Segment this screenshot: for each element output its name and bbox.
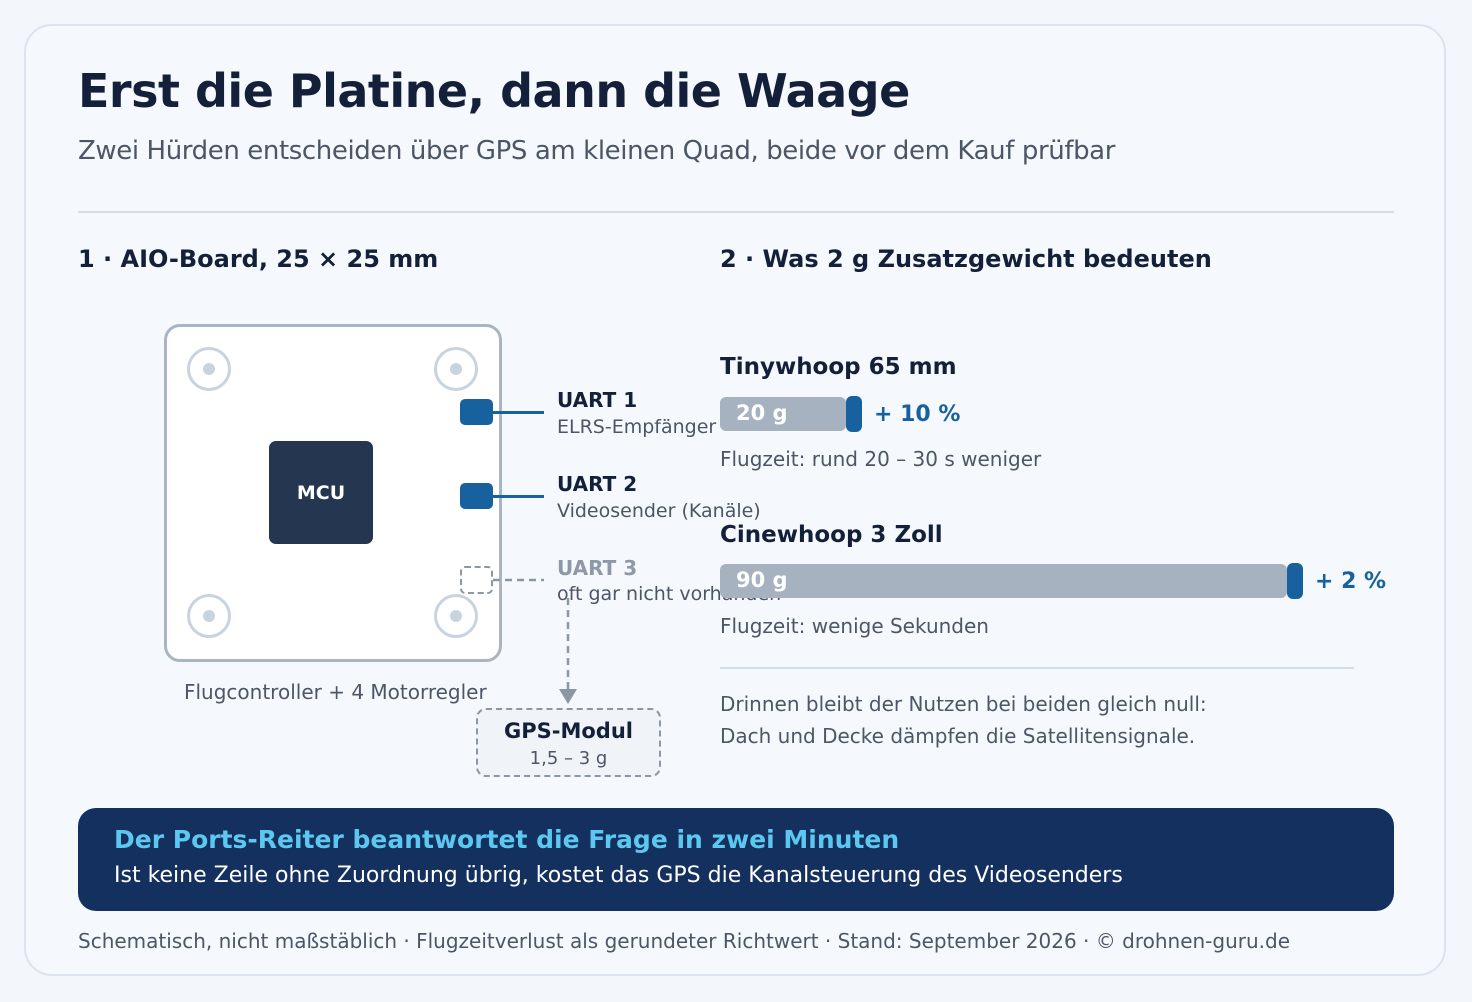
uart2-desc: Videosender (Kanäle): [557, 500, 761, 522]
uart2-name: UART 2: [557, 472, 638, 496]
section-divider: [720, 667, 1354, 669]
board-caption: Flugcontroller + 4 Motorregler: [184, 680, 487, 704]
section-heading-board: 1 · AIO-Board, 25 × 25 mm: [78, 245, 439, 273]
uart1-desc: ELRS-Empfänger: [557, 416, 717, 438]
weight-bar-tinywhoop: 20 g: [720, 397, 846, 431]
uart3-name: UART 3: [557, 556, 638, 580]
uart1-name: UART 1: [557, 388, 638, 412]
uart2-pad: [460, 483, 493, 509]
uart1-pad: [460, 399, 493, 425]
uart2-connector-line: [493, 495, 544, 498]
flight-time-tinywhoop: Flugzeit: rund 20 – 30 s weniger: [720, 447, 1042, 471]
mounting-hole-icon: [434, 594, 478, 638]
footer-note: Schematisch, nicht maßstäblich · Flugzei…: [78, 929, 1291, 953]
conclusion-banner: [78, 808, 1394, 911]
weight-increase-tinywhoop: + 10 %: [874, 402, 961, 427]
uart1-connector-line: [493, 411, 544, 414]
arrow-down-icon: [559, 689, 577, 704]
page-subtitle: Zwei Hürden entscheiden über GPS am klei…: [78, 136, 1115, 166]
uart3-pad-missing: [460, 566, 493, 594]
gps-module-weight: 1,5 – 3 g: [529, 748, 608, 769]
quad-name-cinewhoop: Cinewhoop 3 Zoll: [720, 522, 943, 548]
mounting-hole-icon: [434, 347, 478, 391]
flight-time-cinewhoop: Flugzeit: wenige Sekunden: [720, 614, 989, 638]
mounting-hole-icon: [187, 347, 231, 391]
mounting-hole-icon: [187, 594, 231, 638]
weight-bar-label: 20 g: [736, 401, 788, 425]
header-divider: [78, 211, 1394, 213]
banner-heading: Der Ports-Reiter beantwortet die Frage i…: [114, 825, 900, 854]
banner-text: Ist keine Zeile ohne Zuordnung übrig, ko…: [114, 863, 1123, 888]
page-title: Erst die Platine, dann die Waage: [78, 64, 910, 118]
indoor-note-line2: Dach und Decke dämpfen die Satellitensig…: [720, 724, 1196, 748]
quad-name-tinywhoop: Tinywhoop 65 mm: [720, 354, 957, 380]
weight-increase-cinewhoop: + 2 %: [1315, 569, 1387, 594]
mcu-chip: MCU: [269, 441, 373, 544]
gps-module-name: GPS-Modul: [504, 719, 633, 743]
weight-bar-cinewhoop: 90 g: [720, 564, 1287, 598]
indoor-note-line1: Drinnen bleibt der Nutzen bei beiden gle…: [720, 692, 1207, 716]
gps-module-box: GPS-Modul 1,5 – 3 g: [476, 708, 661, 777]
added-weight-marker: [1287, 563, 1303, 599]
added-weight-marker: [846, 396, 862, 432]
weight-bar-label: 90 g: [736, 568, 788, 592]
section-heading-weight: 2 · Was 2 g Zusatzgewicht bedeuten: [720, 245, 1212, 273]
